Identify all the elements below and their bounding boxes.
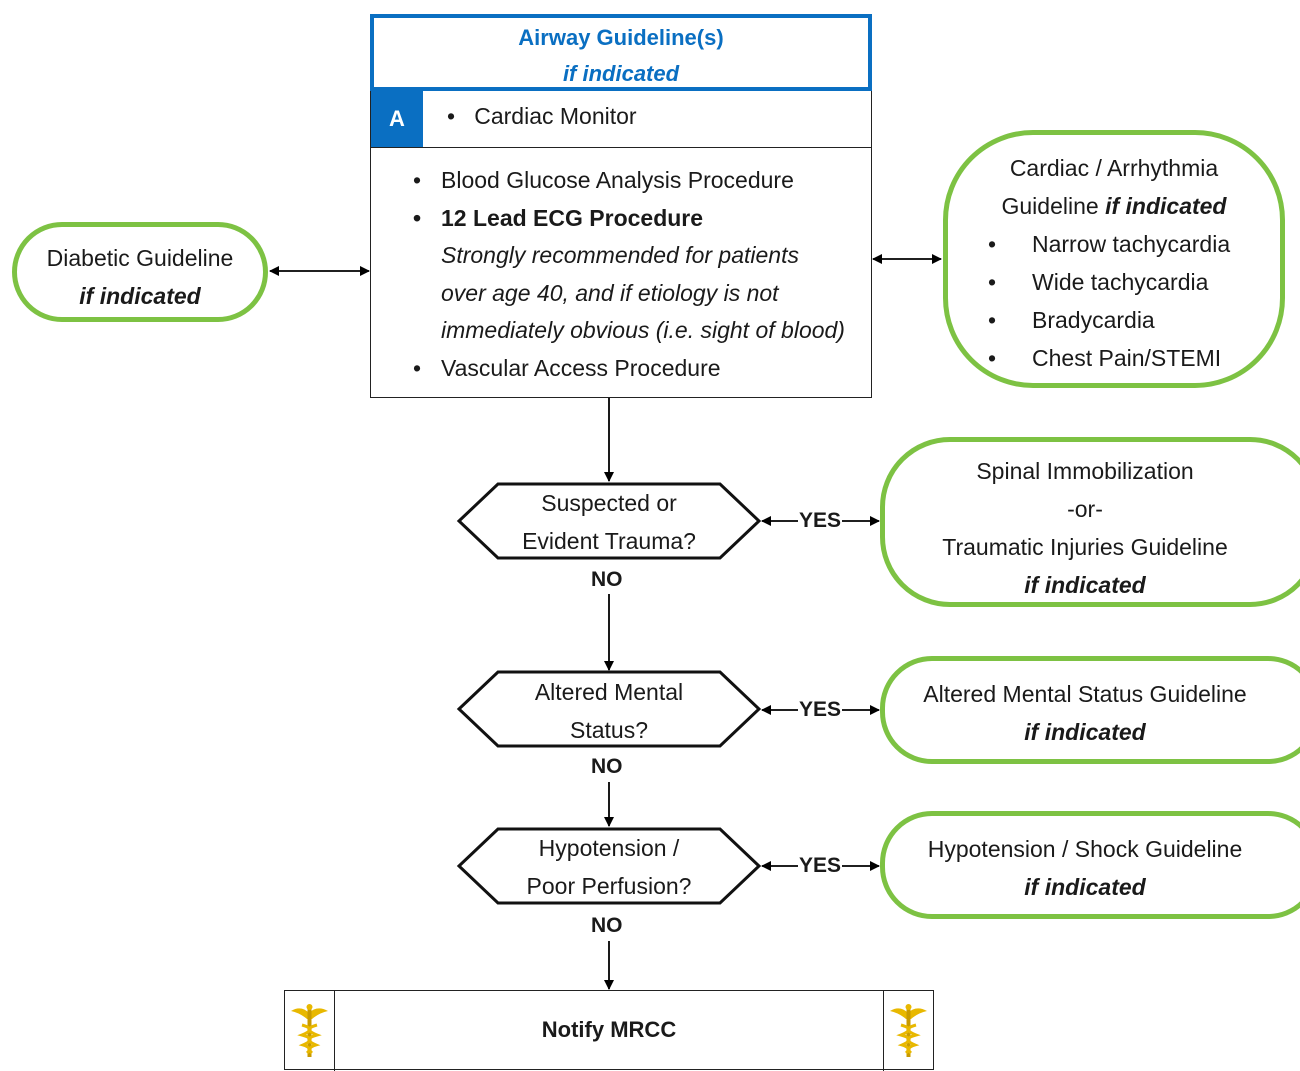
decision-hypotension[interactable]: Hypotension / Poor Perfusion?: [480, 829, 738, 905]
cardiac-title-word: Guideline: [1001, 193, 1099, 219]
notify-mrcc-box[interactable]: Notify MRCC: [284, 990, 934, 1071]
procedure-note-2: over age 40, and if etiology is not: [441, 279, 779, 306]
bullet-icon: •: [447, 103, 456, 129]
procedure-vascular-access[interactable]: Vascular Access Procedure: [413, 350, 871, 388]
decision-hypotension-shape: [456, 827, 762, 905]
spinal-line1: Spinal Immobilization: [976, 458, 1194, 484]
no-label-hypotension: NO: [591, 914, 623, 938]
procedures-box: Blood Glucose Analysis Procedure 12 Lead…: [370, 147, 872, 398]
cardiac-item: Bradycardia: [948, 301, 1280, 339]
diabetic-title: Diabetic Guideline: [46, 245, 234, 271]
decision-trauma-line2: Evident Trauma?: [522, 528, 696, 554]
notify-title: Notify MRCC: [541, 1017, 677, 1042]
altered-mental-status-guideline-box[interactable]: Altered Mental Status Guideline if indic…: [880, 656, 1300, 764]
cardiac-title-line2: Guideline if indicated: [948, 187, 1280, 225]
decision-mental[interactable]: Altered Mental Status?: [480, 673, 738, 749]
decision-trauma[interactable]: Suspected or Evident Trauma?: [480, 484, 738, 560]
notify-left-cell: [285, 991, 335, 1071]
yes-label-trauma: YES: [799, 509, 842, 532]
cardiac-item: Narrow tachycardia: [948, 225, 1280, 263]
cardiac-monitor-item: • Cardiac Monitor: [447, 103, 637, 130]
hypo-subtitle: if indicated: [1024, 874, 1146, 900]
spinal-line3: Traumatic Injuries Guideline: [942, 534, 1228, 560]
procedure-12-lead-ecg[interactable]: 12 Lead ECG Procedure: [413, 200, 871, 238]
procedures-list: Blood Glucose Analysis Procedure 12 Lead…: [371, 162, 871, 387]
procedure-note-1: Strongly recommended for patients: [441, 242, 799, 268]
airway-subtitle: if indicated: [562, 61, 680, 86]
diabetic-subtitle: if indicated: [79, 283, 201, 309]
notify-right-cell: [883, 991, 933, 1071]
cardiac-monitor-label: Cardiac Monitor: [474, 103, 637, 129]
decision-mental-line2: Status?: [570, 717, 648, 743]
a-badge: A: [371, 91, 423, 147]
ams-title: Altered Mental Status Guideline: [923, 681, 1247, 707]
airway-guideline-box[interactable]: Airway Guideline(s) if indicated: [370, 14, 872, 91]
decision-hypotension-line2: Poor Perfusion?: [526, 873, 692, 899]
cardiac-item: Chest Pain/STEMI: [948, 339, 1280, 377]
hypotension-shock-guideline-box[interactable]: Hypotension / Shock Guideline if indicat…: [880, 811, 1300, 919]
ams-subtitle: if indicated: [1024, 719, 1146, 745]
cardiac-list: Narrow tachycardia Wide tachycardia Brad…: [948, 225, 1280, 377]
caduceus-icon: [291, 1004, 328, 1057]
cardiac-guideline-box[interactable]: Cardiac / Arrhythmia Guideline if indica…: [943, 130, 1285, 388]
caduceus-icon: [890, 1004, 927, 1057]
airway-title: Airway Guideline(s): [518, 25, 724, 50]
decision-trauma-line1: Suspected or: [541, 490, 677, 516]
spinal-line2: -or-: [1067, 496, 1103, 522]
procedure-note-3: immediately obvious (i.e. sight of blood…: [441, 317, 845, 343]
cardiac-title-line1: Cardiac / Arrhythmia: [1009, 155, 1219, 181]
decision-mental-line1: Altered Mental: [534, 679, 684, 705]
cardiac-item: Wide tachycardia: [948, 263, 1280, 301]
procedure-blood-glucose[interactable]: Blood Glucose Analysis Procedure: [413, 162, 871, 200]
decision-trauma-shape: [456, 482, 762, 560]
cardiac-title-em: if indicated: [1105, 193, 1227, 219]
diabetic-guideline-box[interactable]: Diabetic Guideline if indicated: [12, 222, 268, 322]
no-label-trauma: NO: [591, 568, 623, 592]
hypo-title: Hypotension / Shock Guideline: [927, 836, 1243, 862]
yes-label-mental: YES: [799, 698, 842, 721]
spinal-subtitle: if indicated: [1024, 572, 1146, 598]
decision-hypotension-line1: Hypotension /: [538, 835, 680, 861]
no-label-mental: NO: [591, 755, 623, 779]
decision-mental-shape: [456, 670, 762, 748]
cardiac-monitor-row: A • Cardiac Monitor: [370, 91, 872, 148]
spinal-trauma-guideline-box[interactable]: Spinal Immobilization -or- Traumatic Inj…: [880, 437, 1300, 607]
yes-label-hypotension: YES: [799, 854, 842, 877]
